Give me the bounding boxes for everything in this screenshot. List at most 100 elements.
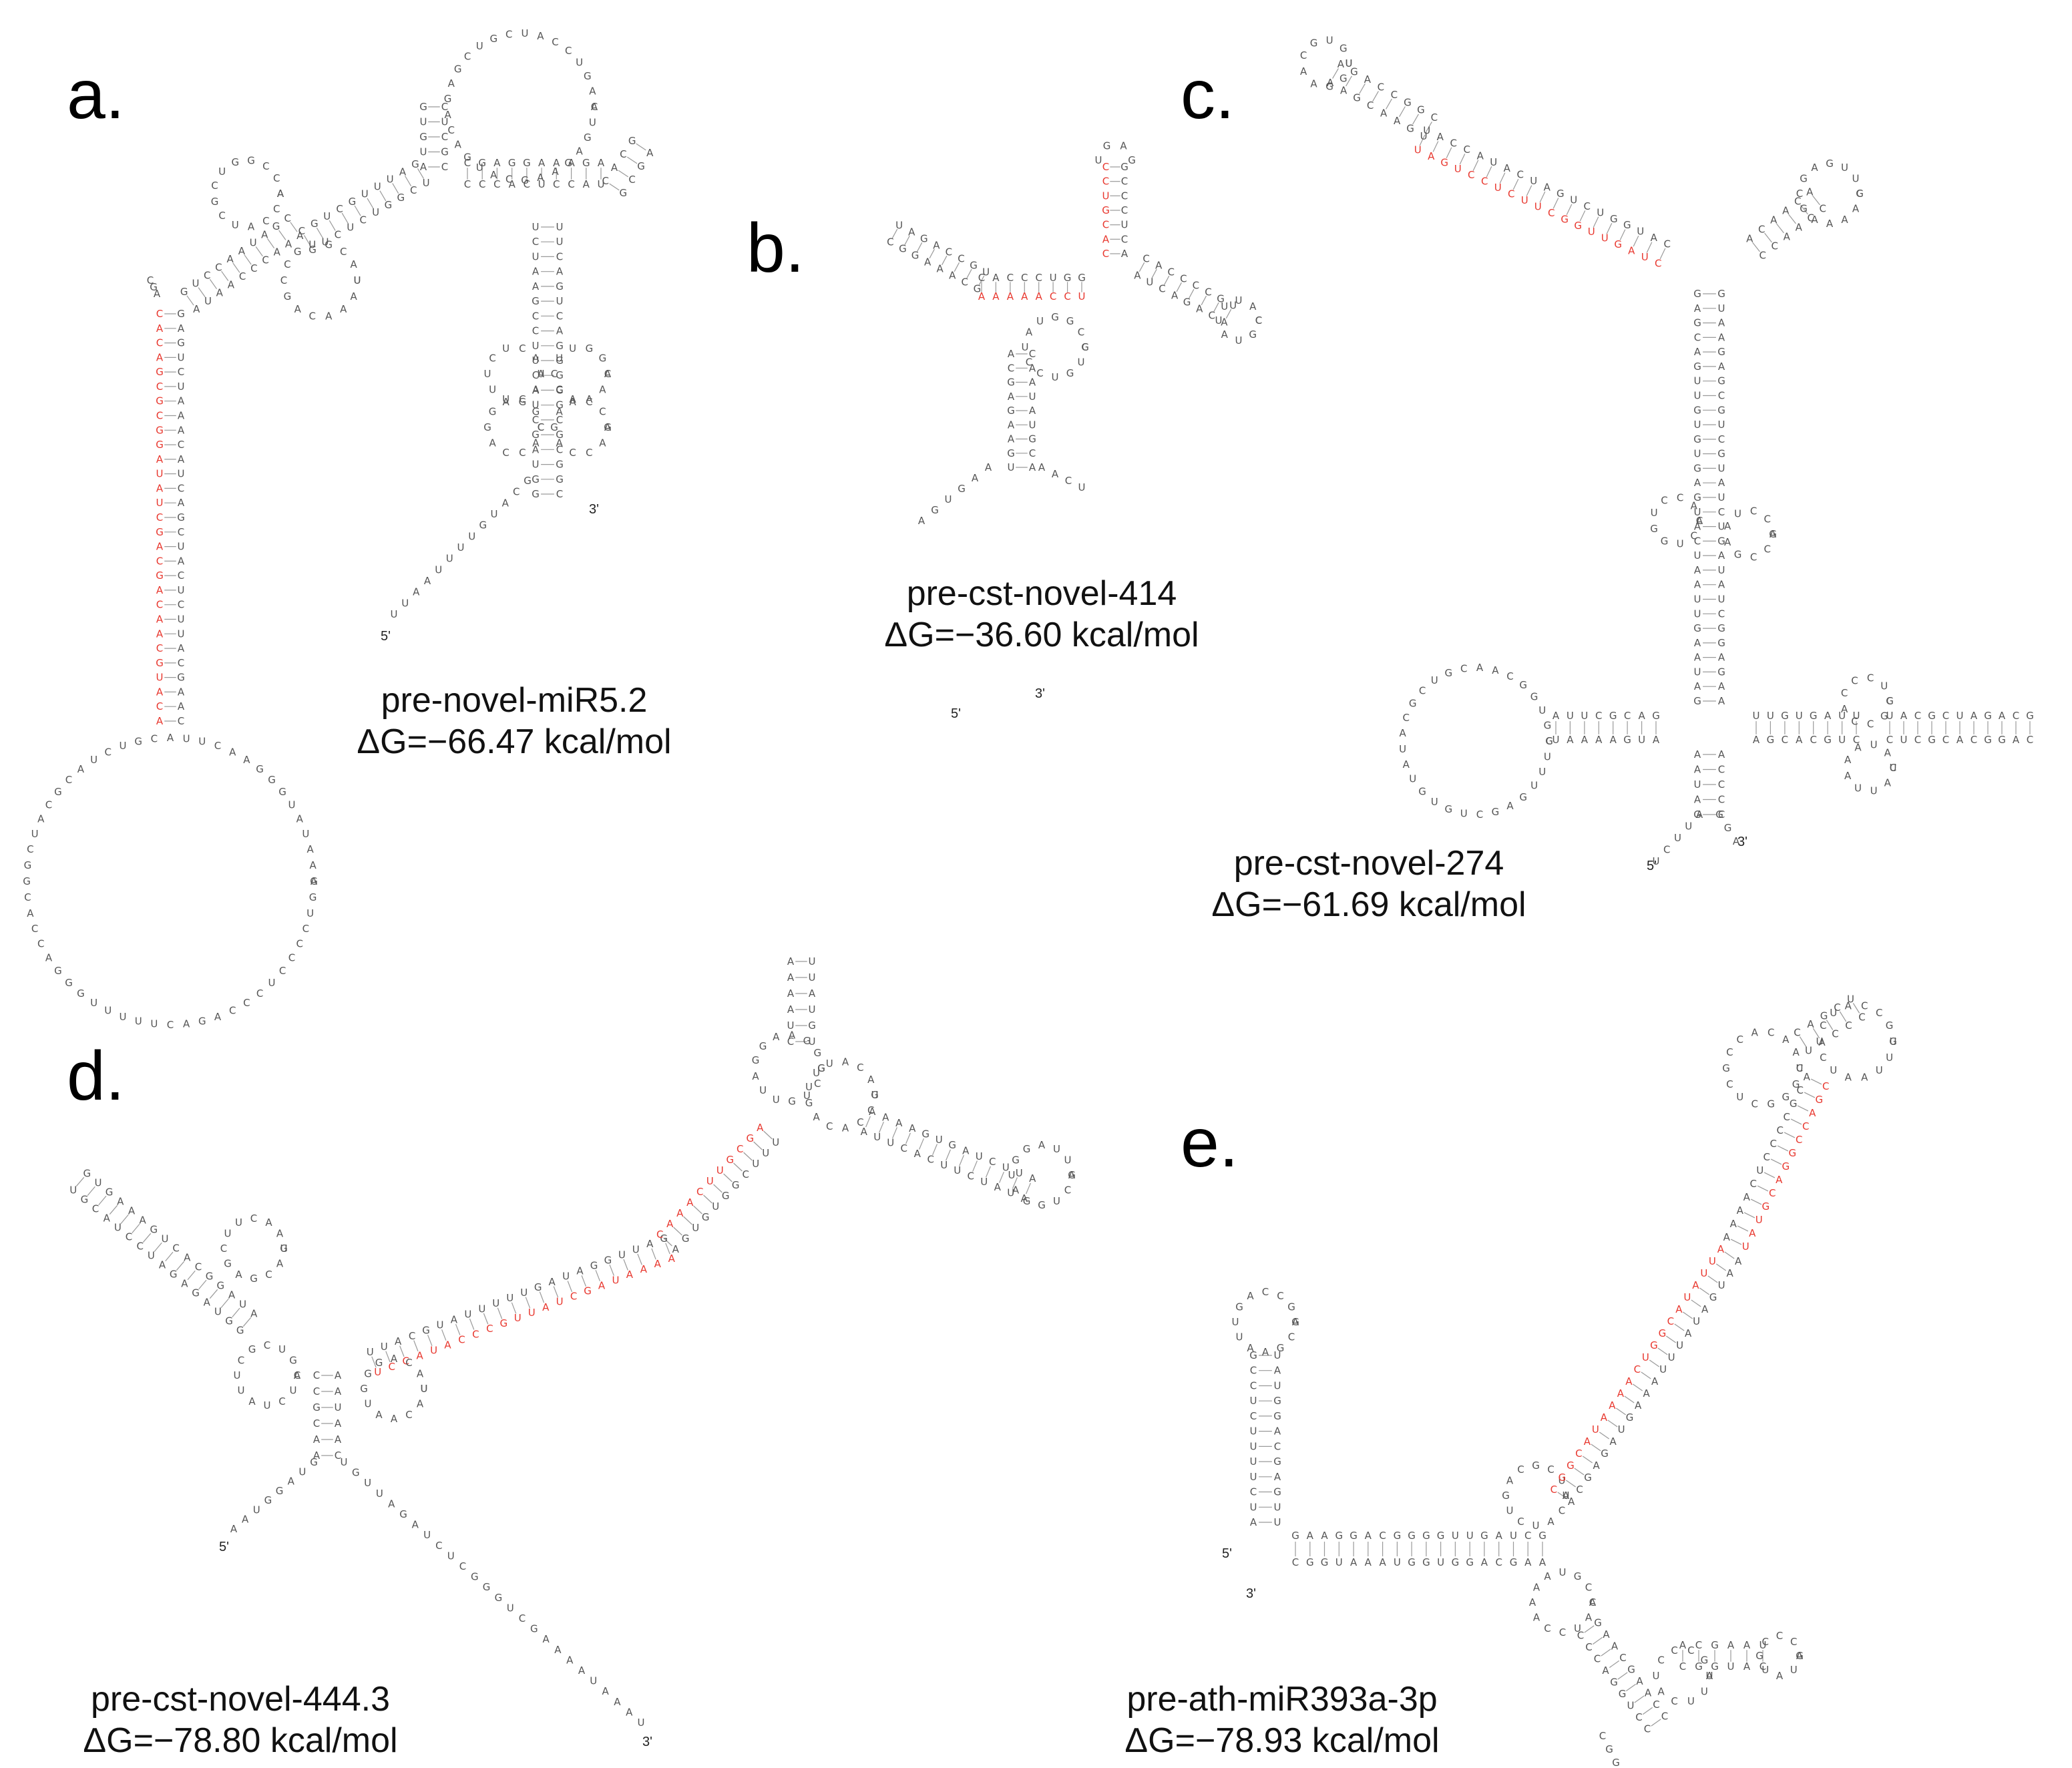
nucleotide: U — [1876, 1064, 1883, 1076]
nucleotide: A — [1776, 1174, 1783, 1186]
nucleotide: C — [604, 368, 611, 380]
nucleotide: A — [1327, 77, 1334, 89]
nucleotide: A — [542, 1633, 550, 1645]
base-pair-bond — [165, 1251, 174, 1262]
nucleotide: A — [325, 310, 333, 322]
base-pair-bond — [1432, 141, 1439, 152]
nucleotide: U — [1700, 1267, 1707, 1279]
nucleotide: G — [1824, 734, 1832, 746]
base-pair-bond — [392, 183, 399, 194]
nucleotide: A — [156, 584, 164, 596]
nucleotide: C — [156, 555, 163, 567]
nucleotide: C — [1810, 734, 1816, 746]
nucleotide: U — [156, 672, 164, 684]
nucleotide: G — [177, 511, 185, 523]
nucleotide: A — [156, 322, 164, 335]
nucleotide: G — [1492, 806, 1500, 818]
nucleotide: U — [178, 614, 185, 626]
nucleotide: A — [395, 1335, 402, 1347]
base-pair-bond — [1764, 1172, 1776, 1178]
nucleotide: C — [239, 270, 246, 282]
nucleotide: C — [867, 1104, 874, 1116]
nucleotide: A — [1696, 809, 1703, 821]
nucleotide: G — [310, 218, 319, 230]
nucleotide: A — [576, 1265, 584, 1277]
nucleotide: A — [1845, 1072, 1852, 1084]
nucleotide: U — [532, 221, 540, 233]
nucleotide: G — [1693, 317, 1701, 329]
nucleotide: C — [1559, 1505, 1565, 1517]
nucleotide: C — [1419, 684, 1426, 696]
nucleotide: A — [1776, 1670, 1784, 1682]
base-pair-bond — [1659, 248, 1666, 260]
nucleotide: U — [1530, 780, 1538, 792]
nucleotide: A — [589, 85, 596, 97]
nucleotide: G — [397, 192, 405, 204]
nucleotide: C — [857, 1062, 863, 1074]
nucleotide: A — [568, 157, 575, 169]
base-pair-bond — [1707, 1275, 1718, 1283]
base-pair-bond — [1499, 172, 1506, 184]
nucleotide: A — [1694, 652, 1701, 664]
nucleotide: C — [552, 36, 558, 48]
nucleotide: U — [1274, 1501, 1281, 1513]
nucleotide: C — [1764, 543, 1771, 556]
nucleotide: G — [1557, 188, 1565, 200]
nucleotide: A — [1694, 764, 1701, 776]
nucleotide: A — [183, 1018, 190, 1030]
nucleotide: G — [463, 152, 471, 164]
nucleotide: A — [288, 1476, 295, 1488]
nucleotide: A — [646, 1238, 654, 1250]
nucleotide: U — [335, 1401, 342, 1413]
nucleotide: G — [1217, 293, 1225, 305]
nucleotide: A — [214, 1011, 222, 1023]
base-pair-bond — [623, 1259, 628, 1271]
nucleotide: G — [1724, 822, 1732, 834]
nucleotide: C — [441, 101, 448, 113]
nucleotide: G — [1128, 154, 1136, 166]
nucleotide: G — [1610, 1676, 1618, 1688]
base-pair-bond — [733, 1162, 743, 1172]
nucleotide: G — [1792, 1078, 1800, 1090]
nucleotide: U — [1007, 1186, 1014, 1198]
nucleotide: A — [842, 1056, 849, 1068]
nucleotide: U — [1592, 1423, 1599, 1435]
nucleotide: G — [1693, 491, 1701, 503]
nucleotide: G — [1693, 433, 1701, 445]
nucleotide: U — [576, 56, 583, 68]
nucleotide: A — [1249, 300, 1257, 312]
base-pair-bond — [1138, 262, 1145, 272]
base-pair-bond — [999, 1171, 1004, 1183]
nucleotide: A — [294, 1369, 301, 1381]
nucleotide: U — [1847, 993, 1854, 1005]
base-pair-bond — [1574, 1468, 1585, 1476]
nucleotide: G — [1287, 1301, 1295, 1313]
nucleotide: A — [1321, 1530, 1328, 1542]
nucleotide: C — [1942, 710, 1949, 722]
nucleotide: A — [1221, 328, 1229, 341]
nucleotide: A — [1694, 748, 1701, 760]
nucleotide: G — [1038, 1199, 1046, 1211]
nucleotide: U — [178, 381, 185, 393]
nucleotide: C — [742, 1168, 749, 1180]
nucleotide: C — [1508, 188, 1514, 200]
base-pair-bond — [892, 1127, 897, 1139]
caption-a-energy: ΔG=−66.47 kcal/mol — [357, 722, 672, 762]
nucleotide: A — [1008, 391, 1015, 403]
base-pair-bond — [497, 1307, 503, 1319]
nucleotide: G — [628, 135, 636, 147]
nucleotide: A — [335, 1385, 342, 1397]
nucleotide: G — [1782, 1160, 1790, 1172]
nucleotide: A — [335, 1369, 342, 1381]
nucleotide: C — [1391, 89, 1398, 101]
nucleotide: U — [1668, 1351, 1675, 1363]
nucleotide: A — [1796, 1650, 1804, 1662]
nucleotide: A — [1300, 65, 1307, 77]
nucleotide: A — [1026, 326, 1033, 339]
nucleotide: U — [239, 1299, 246, 1311]
nucleotide: A — [178, 410, 185, 422]
nucleotide: G — [1273, 1410, 1281, 1422]
nucleotide: U — [381, 1341, 388, 1353]
nucleotide: A — [1029, 461, 1036, 473]
nucleotide: C — [927, 1153, 934, 1165]
